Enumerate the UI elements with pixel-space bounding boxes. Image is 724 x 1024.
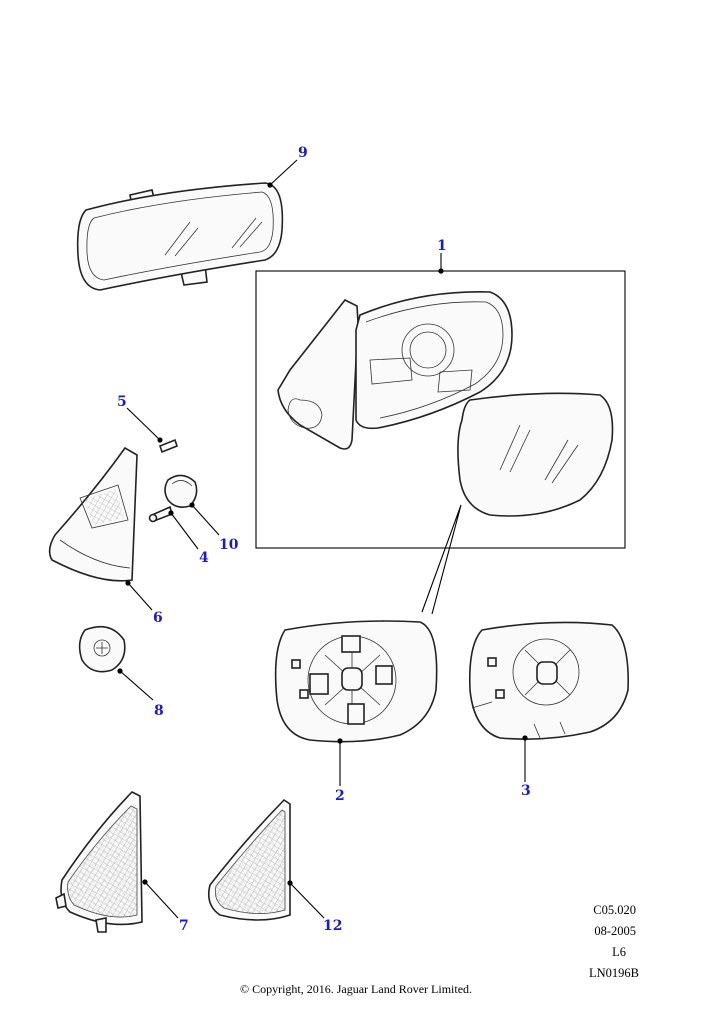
callout-10[interactable]: 10: [219, 537, 239, 553]
reference-date: 08-2005: [594, 924, 636, 938]
sail-cover-part-6: [48, 446, 138, 582]
copyright-notice: © Copyright, 2016. Jaguar Land Rover Lim…: [239, 982, 473, 996]
clip-part-10: [164, 474, 198, 508]
callout-2[interactable]: 2: [335, 788, 345, 804]
mirror-glass-part-3: [468, 621, 629, 740]
callout-5[interactable]: 5: [117, 394, 127, 410]
screw-part-4: [148, 505, 173, 523]
callout-3[interactable]: 3: [521, 783, 531, 799]
screw-part-5: [159, 438, 178, 454]
interior-mirror-part-9: [76, 182, 284, 291]
callout-6[interactable]: 6: [153, 610, 163, 626]
reference-model: L6: [612, 945, 626, 959]
exterior-mirror-part-1: [277, 291, 614, 517]
reference-section: C05.020: [593, 903, 636, 917]
mirror-glass-part-2: [274, 620, 438, 743]
sail-trim-part-12: [207, 798, 291, 921]
callout-7[interactable]: 7: [179, 918, 189, 934]
reference-drawing: LN0196B: [589, 966, 639, 980]
callout-8[interactable]: 8: [154, 703, 164, 719]
callout-12[interactable]: 12: [323, 918, 343, 934]
sail-trim-part-7: [55, 791, 143, 933]
leader-lines: [117, 159, 528, 919]
callout-1[interactable]: 1: [437, 238, 447, 254]
speaker-part-8: [78, 625, 126, 673]
callout-9[interactable]: 9: [298, 145, 308, 161]
callout-4[interactable]: 4: [199, 550, 209, 566]
